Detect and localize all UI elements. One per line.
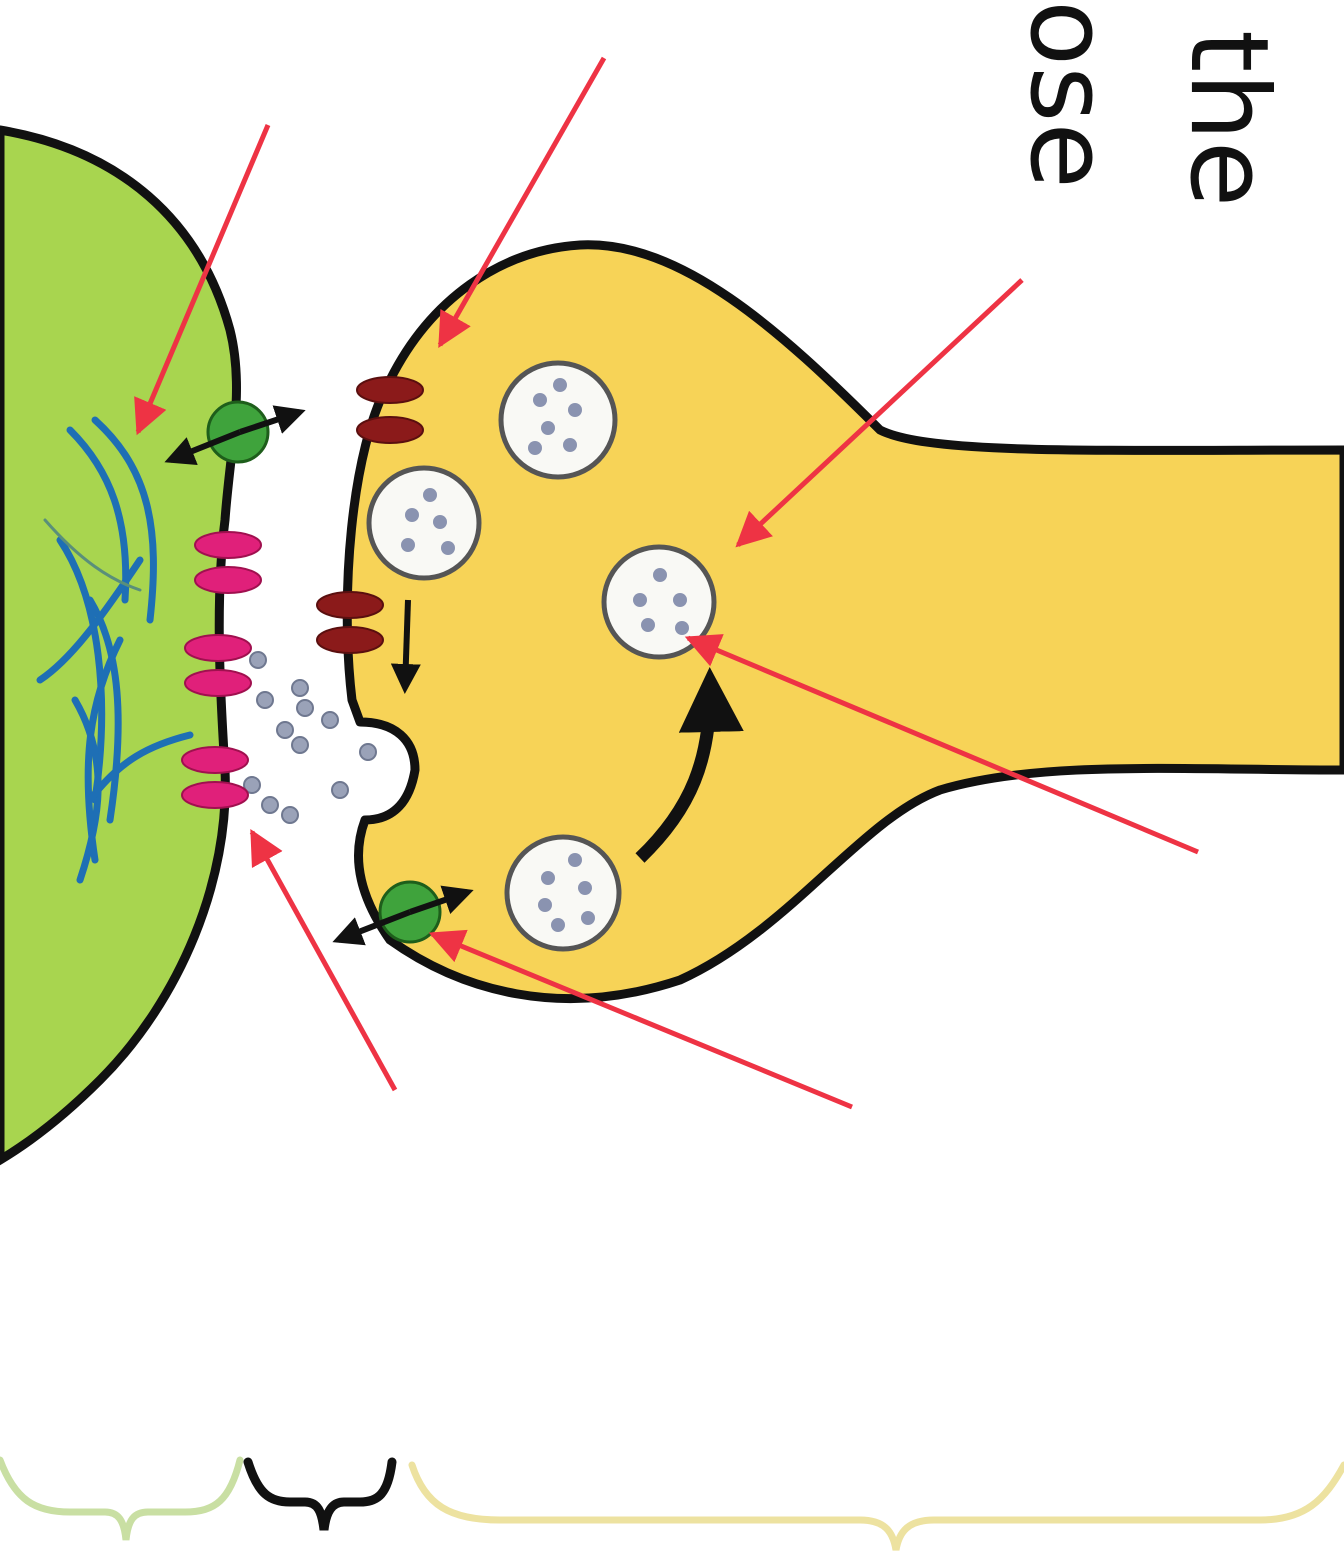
section-braces: [0, 1460, 1344, 1550]
presynaptic-brace: [412, 1465, 1344, 1550]
postsynaptic-brace: [0, 1460, 240, 1540]
vesicle: [501, 363, 615, 477]
text-fragment-the: the: [1174, 30, 1282, 207]
vesicle: [369, 468, 479, 578]
vesicle: [507, 837, 619, 949]
cleft-brace: [248, 1462, 392, 1530]
presynaptic-neuron: [347, 245, 1344, 999]
text-fragment-ose: ose: [1014, 0, 1122, 189]
